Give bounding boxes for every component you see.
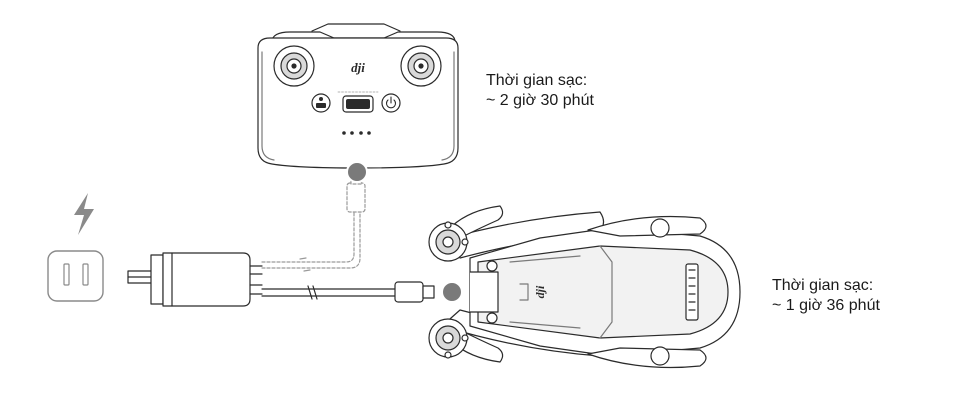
cable-to-aircraft xyxy=(261,281,435,303)
front-left-motor xyxy=(428,221,469,262)
camera-button xyxy=(311,93,331,113)
wall-outlet-icon xyxy=(47,250,104,302)
usb-charger-icon xyxy=(127,252,263,307)
aircraft: dji xyxy=(428,205,741,369)
left-joystick xyxy=(273,45,315,87)
remote-charging-time-label: Thời gian sạc: ~ 2 giờ 30 phút xyxy=(486,71,594,111)
battery-level-leds xyxy=(342,131,371,135)
remote-charging-label-title: Thời gian sạc: xyxy=(486,72,588,89)
flight-mode-switch xyxy=(337,91,379,113)
power-button-icon xyxy=(381,93,401,113)
remote-connector-dot-icon xyxy=(346,161,368,183)
front-right-motor xyxy=(428,318,469,359)
aircraft-charging-time-label: Thời gian sạc: ~ 1 giờ 36 phút xyxy=(772,276,880,316)
aircraft-connector-dot-icon xyxy=(441,281,463,303)
aircraft-brand-logo: dji xyxy=(533,285,547,298)
remote-controller: dji xyxy=(257,23,459,169)
right-joystick xyxy=(400,45,442,87)
dashed-cable-to-remote xyxy=(261,173,366,269)
battery-vents xyxy=(685,263,699,321)
aircraft-charging-label-title: Thời gian sạc: xyxy=(772,277,874,294)
remote-charging-label-duration: ~ 2 giờ 30 phút xyxy=(486,92,594,109)
remote-brand-logo: dji xyxy=(351,60,365,75)
lightning-bolt-icon xyxy=(74,193,94,235)
aircraft-charging-label-duration: ~ 1 giờ 36 phút xyxy=(772,297,880,314)
